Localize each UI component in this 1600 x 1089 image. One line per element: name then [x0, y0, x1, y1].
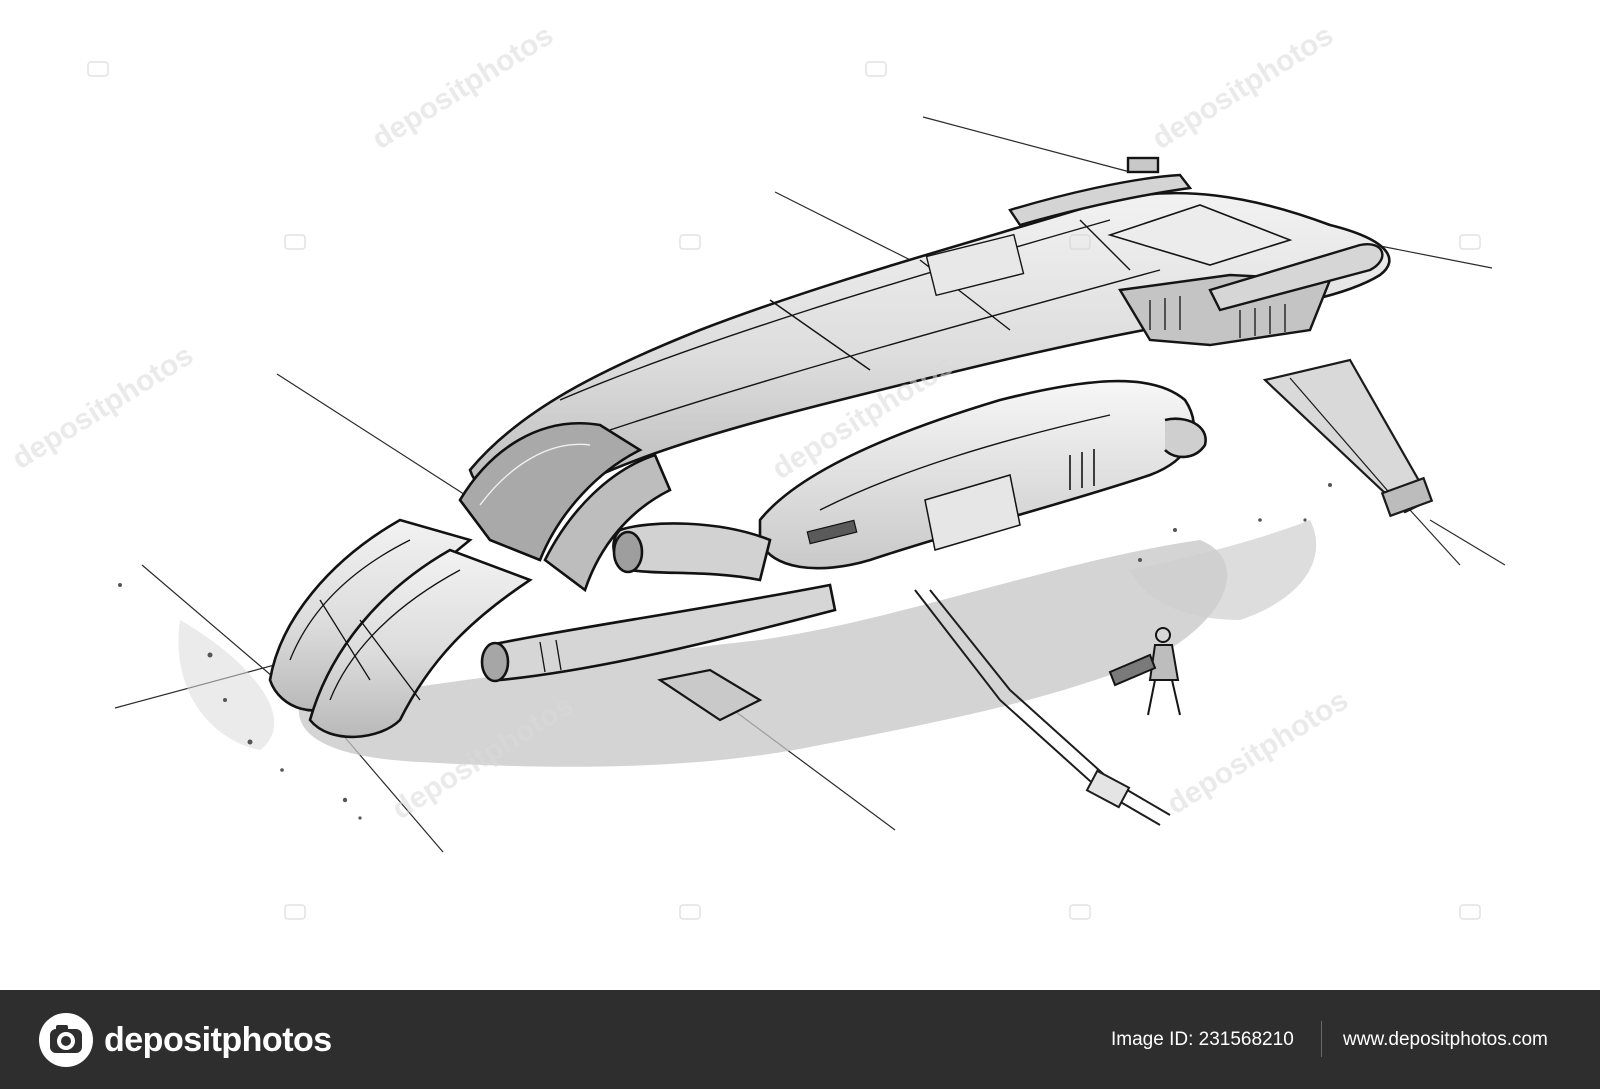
- intake-tubes: [480, 522, 837, 683]
- camera-aperture-icon: [39, 1013, 93, 1067]
- pilot-figure: [1108, 627, 1181, 716]
- rear-fin: [1262, 358, 1434, 518]
- side-engine-pod: [758, 379, 1207, 570]
- upper-hull: [468, 191, 1391, 504]
- ink-speckles: [118, 483, 1332, 820]
- stock-footer-bar: depositphotos Image ID: 231568210 www.de…: [0, 990, 1600, 1089]
- top-spine: [1008, 156, 1193, 227]
- brand-name: depositphotos: [104, 1021, 332, 1059]
- cockpit-canopy: [458, 422, 672, 593]
- site-url-link[interactable]: www.depositphotos.com: [1343, 1029, 1548, 1050]
- spaceship-sketch-svg: [114, 116, 1506, 853]
- spaceship-sketch-artwork: [114, 116, 1506, 853]
- rear-engine-cluster: [1118, 243, 1384, 347]
- brand-lockup[interactable]: depositphotos: [38, 1012, 332, 1068]
- image-id-label: Image ID:: [1111, 1029, 1194, 1050]
- image-id-readout: Image ID: 231568210: [1111, 990, 1294, 1089]
- ground-shadow: [178, 520, 1317, 767]
- landing-strut: [914, 589, 1171, 826]
- image-id-value: 231568210: [1198, 1029, 1294, 1050]
- forward-fin: [657, 668, 763, 722]
- footer-divider: [1321, 1021, 1322, 1057]
- nose-sections: [268, 518, 533, 739]
